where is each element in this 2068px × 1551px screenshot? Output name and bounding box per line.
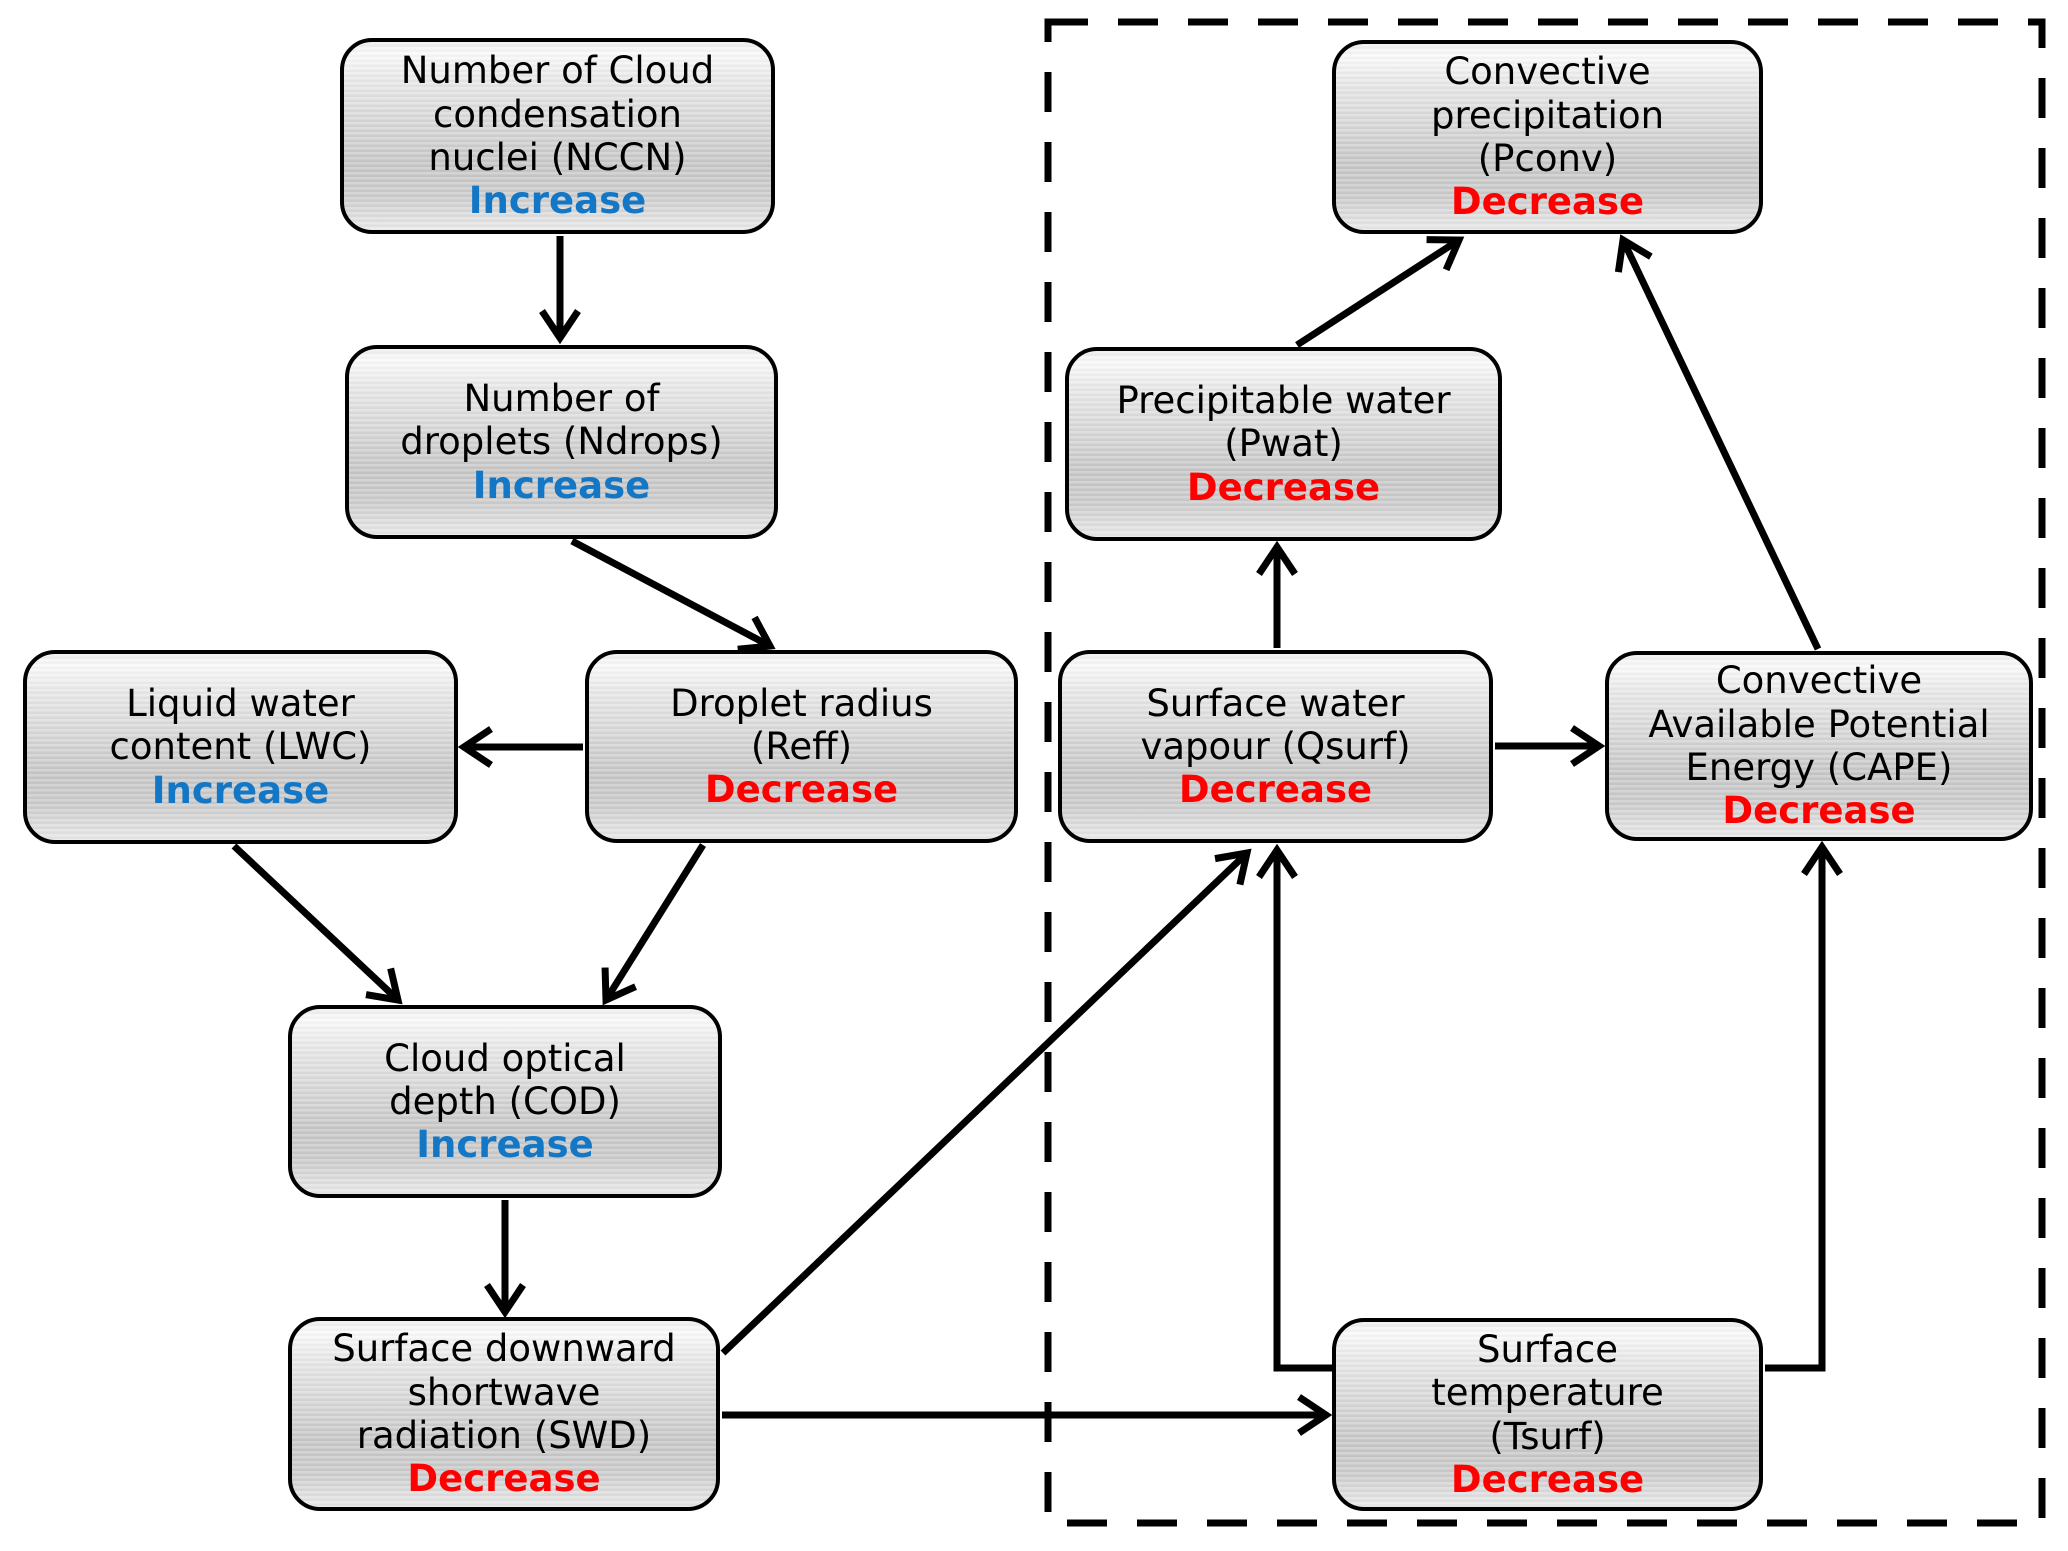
- node-qsurf-label-line: Surface water: [1146, 681, 1405, 725]
- node-pconv-trend-label: Decrease: [1450, 180, 1645, 224]
- node-qsurf-trend-label: Decrease: [1178, 768, 1373, 812]
- node-swd-trend-label: Decrease: [407, 1457, 601, 1501]
- node-swd-label-line: radiation (SWD): [356, 1414, 652, 1457]
- edge-tsurf-to-qsurf: [1256, 843, 1333, 1372]
- node-cape-label-line: Energy (CAPE): [1685, 746, 1953, 789]
- node-lwc-label-line: Liquid water: [126, 682, 355, 726]
- node-lwc-label-line: content (LWC): [109, 725, 372, 769]
- edge-cape-to-pconv: [1614, 234, 1822, 651]
- node-qsurf-label-line: vapour (Qsurf): [1140, 724, 1411, 768]
- edge-pwat-to-pconv: [1295, 236, 1465, 348]
- node-tsurf-trend-label: Decrease: [1450, 1457, 1645, 1501]
- node-tsurf-label-line: Surface: [1477, 1327, 1618, 1371]
- node-cape-label-line: Convective: [1715, 659, 1923, 703]
- node-pwat: Precipitable water(Pwat)Decrease: [1065, 347, 1502, 541]
- node-pconv-label-line: precipitation: [1430, 93, 1665, 137]
- node-pwat-label-line: (Pwat): [1224, 422, 1343, 466]
- edge-lwc-to-cod: [231, 843, 403, 1005]
- node-nccn-label-line: condensation: [433, 92, 682, 136]
- node-reff-trend-label: Decrease: [704, 768, 899, 812]
- node-cod-label-line: Cloud optical: [384, 1036, 626, 1080]
- node-reff-label-line: Droplet radius: [670, 681, 933, 725]
- node-ndrops-label-line: droplets (Ndrops): [400, 420, 723, 464]
- node-swd-label-line: Surface downward: [332, 1327, 676, 1371]
- node-ndrops-trend-label: Increase: [472, 463, 651, 507]
- edge-tsurf-to-cape: [1765, 840, 1843, 1372]
- node-pconv-label-line: Convective: [1444, 50, 1651, 94]
- node-tsurf-label-line: temperature: [1431, 1371, 1664, 1415]
- edge-ndrops-to-reff: [570, 537, 776, 653]
- node-cape-label-line: Available Potential: [1648, 702, 1990, 746]
- node-nccn-trend-label: Increase: [468, 179, 647, 223]
- node-pwat-trend-label: Decrease: [1186, 465, 1381, 509]
- node-cod-trend-label: Increase: [416, 1123, 594, 1167]
- node-cod-label-line: depth (COD): [389, 1079, 621, 1123]
- node-cape-trend-label: Decrease: [1722, 789, 1916, 833]
- node-nccn-label-line: nuclei (NCCN): [428, 136, 687, 179]
- node-tsurf-label-line: (Tsurf): [1489, 1414, 1606, 1458]
- node-nccn-label-line: Number of Cloud: [400, 49, 715, 93]
- node-reff-label-line: (Reff): [750, 724, 853, 768]
- edge-swd-to-qsurf: [720, 848, 1252, 1356]
- node-ndrops-label-line: Number of: [463, 377, 660, 421]
- node-reff: Droplet radius(Reff)Decrease: [585, 650, 1018, 843]
- node-lwc-trend-label: Increase: [151, 768, 330, 812]
- node-pconv-label-line: (Pconv): [1477, 137, 1618, 180]
- node-pwat-label-line: Precipitable water: [1116, 379, 1451, 423]
- edge-reff-to-cod: [601, 843, 706, 1006]
- node-swd-label-line: shortwave: [407, 1370, 601, 1414]
